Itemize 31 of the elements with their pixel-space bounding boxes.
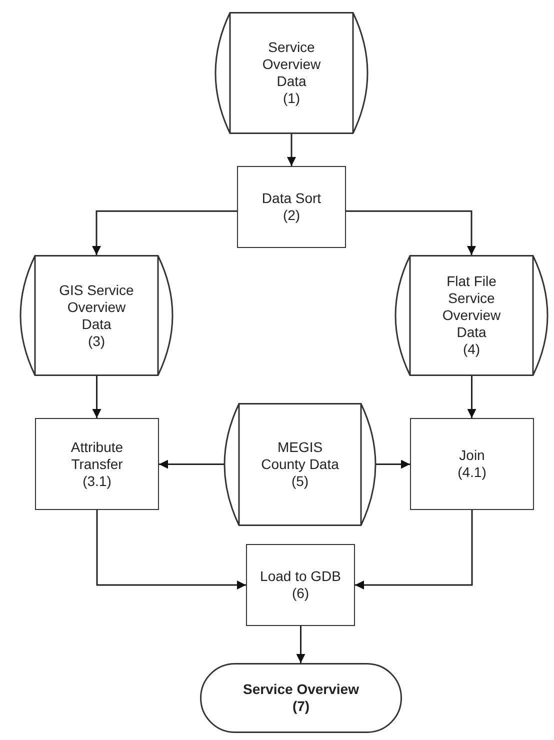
step-number: (3) xyxy=(86,332,106,350)
step-number: (7) xyxy=(291,698,311,715)
step-number: (4.1) xyxy=(456,464,488,481)
node-label: Join xyxy=(458,447,486,464)
step-number: (2) xyxy=(282,207,302,224)
step-number: (4) xyxy=(462,341,482,358)
arrow xyxy=(346,210,476,255)
node-label: Data Sort xyxy=(260,190,322,207)
step-number: (3.1) xyxy=(82,472,112,490)
process-box xyxy=(410,418,534,510)
node-label: Service Overview xyxy=(242,681,360,698)
arrow xyxy=(92,376,102,418)
process-box xyxy=(246,544,355,626)
node-label: Service Overview Data xyxy=(261,39,322,90)
node-label: MEGIS County Data xyxy=(260,439,340,473)
process-box xyxy=(35,418,159,510)
node-label: Attribute Transfer xyxy=(70,438,124,472)
arrow xyxy=(296,626,306,663)
node-label: GIS Service Overview Data xyxy=(58,282,135,332)
arrow xyxy=(92,210,237,255)
node-label: Load to GDB xyxy=(259,568,342,585)
terminal-shape xyxy=(200,663,402,733)
arrow xyxy=(467,376,476,418)
process-box xyxy=(237,166,346,248)
arrow xyxy=(287,134,296,166)
step-number: (5) xyxy=(290,473,310,490)
step-number: (6) xyxy=(290,585,310,602)
step-number: (1) xyxy=(282,90,302,107)
node-label: Flat File Service Overview Data xyxy=(441,273,502,341)
arrow xyxy=(96,510,246,590)
arrow xyxy=(355,510,473,590)
